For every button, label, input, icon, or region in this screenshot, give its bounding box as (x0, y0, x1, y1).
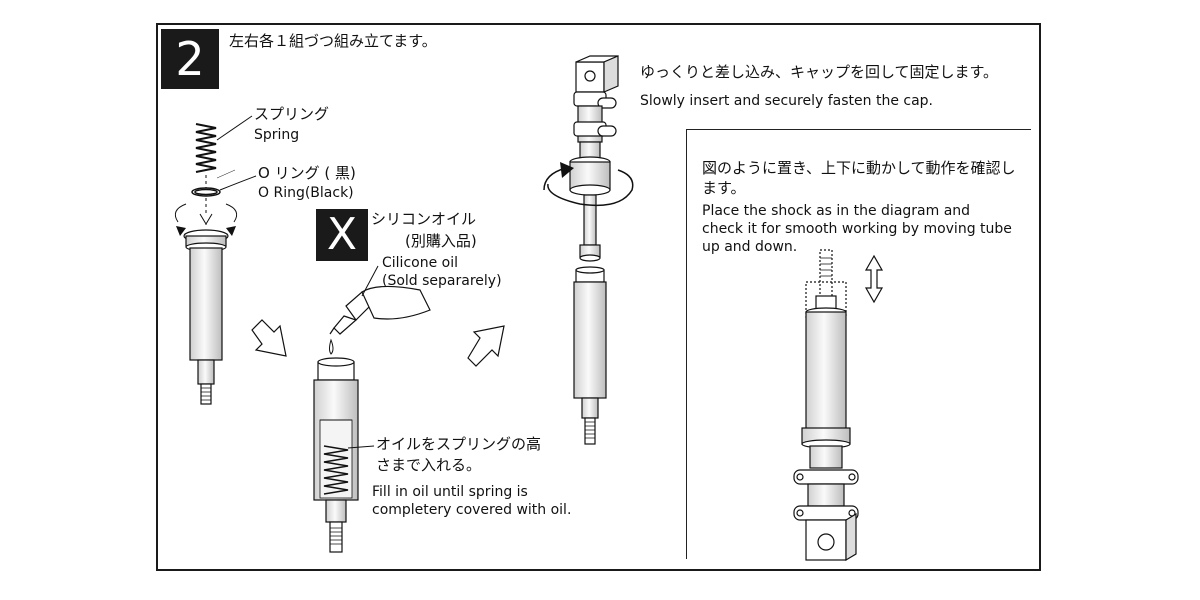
step-arrow-1 (251, 319, 287, 357)
fill-instruction-jp-2: さまで入れる。 (376, 456, 482, 474)
oil-label-en: Cilicone oil (382, 255, 458, 271)
check-panel (686, 129, 1031, 559)
fill-instruction-jp-1: オイルをスプリングの高 (376, 435, 542, 453)
step-number-badge: 2 (161, 29, 219, 89)
spring-leader-line (216, 115, 253, 141)
oil-bottle (329, 285, 431, 335)
spring-label-jp: スプリング (254, 105, 330, 123)
spring-part (195, 123, 217, 173)
fill-leader-line (347, 445, 375, 449)
check-instruction-en-1: Place the shock as in the diagram and (702, 203, 971, 219)
spring-label-en: Spring (254, 127, 300, 143)
oil-drop (329, 338, 334, 355)
check-instruction-en-2: check it for smooth working by moving tu… (702, 221, 1012, 237)
oring-label-en: O Ring(Black) (258, 185, 354, 201)
shock-body-1 (183, 229, 229, 405)
insert-instruction-en: Slowly insert and securely fasten the ca… (640, 93, 934, 109)
step-arrow-2 (467, 325, 505, 367)
oring-part (191, 187, 221, 197)
oring-label-jp: O リング ( 黒) (258, 164, 356, 182)
shock-body-filling (313, 357, 359, 553)
completed-shock (793, 249, 859, 562)
oil-note-en: (Sold separarely) (382, 273, 502, 289)
oil-label-jp: シリコンオイル (371, 210, 477, 228)
check-instruction-jp-2: ます。 (702, 179, 746, 197)
insert-instruction-jp: ゆっくりと差し込み、キャップを回して固定します。 (640, 63, 999, 81)
oil-leader-line (361, 265, 379, 297)
up-down-arrow-icon (864, 254, 884, 304)
oring-leader-line (219, 175, 257, 191)
check-instruction-jp-1: 図のように置き、上下に動かして動作を確認し (702, 159, 1016, 177)
sold-separately-x-mark: X (316, 209, 368, 261)
instruction-frame (156, 23, 1041, 571)
step-title: 左右各１組づつ組み立てます。 (229, 32, 437, 50)
fill-instruction-en-2: completery covered with oil. (372, 502, 572, 518)
fill-instruction-en-1: Fill in oil until spring is (372, 484, 528, 500)
oil-note-jp: (別購入品) (405, 232, 477, 250)
shock-cap-assembly (569, 55, 619, 445)
rotate-arrow (547, 169, 634, 207)
check-instruction-en-3: up and down. (702, 239, 798, 255)
